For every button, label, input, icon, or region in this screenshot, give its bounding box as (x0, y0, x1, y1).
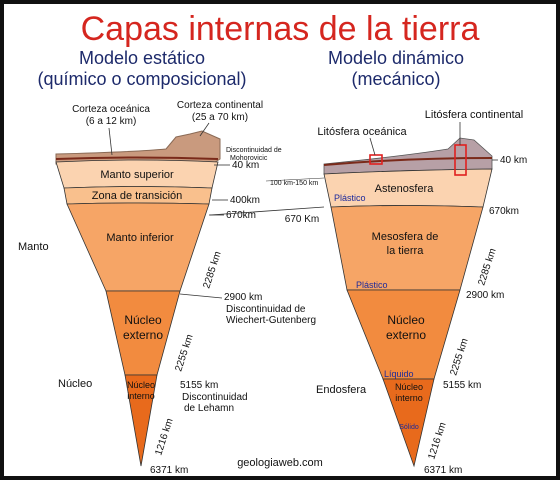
moho-name: Mohorovicic (230, 155, 268, 162)
oceanic-litho-pointer (369, 137, 376, 156)
static-model-heading: Modelo estático (79, 48, 205, 68)
upper-mantle-label: Manto superior (100, 169, 174, 181)
inner-core-dynamic (382, 378, 435, 468)
dynamic-model-subheading: (mecánico) (351, 69, 440, 89)
outer-core-dyn-label-1: Núcleo (387, 313, 425, 327)
lehmann-label-2: de Lehamn (184, 403, 234, 414)
diagram-title: Capas internas de la tierra (81, 10, 480, 48)
d40-left-label: 40 km (232, 160, 259, 171)
d670-right-label: 670km (489, 206, 519, 217)
continental-crust-pointer (199, 122, 210, 137)
inner-core-dyn-label-2: interno (395, 393, 423, 403)
inner-core-label-1: Núcleo (127, 380, 155, 390)
d2900-left-label: 2900 km (224, 292, 262, 303)
solid-label: Sólido (399, 424, 419, 431)
lithosphere-crust-edge (323, 157, 493, 166)
continental-litho-highlight (454, 144, 467, 176)
left-inner-core-thickness: 1216 km (153, 417, 175, 457)
d5155-right-label: 5155 km (443, 380, 481, 391)
d670-mid-label: 670 Km (285, 214, 319, 225)
continental-litho-label: Litósfera continental (425, 109, 523, 121)
dynamic-model-heading: Modelo dinámico (328, 48, 464, 68)
transition-zone-label: Zona de transición (92, 190, 183, 202)
endosphere-label: Endosfera (316, 384, 367, 396)
lower-mantle-label: Manto inferior (106, 232, 174, 244)
earth-layers-diagram: Capas internas de la tierra Modelo estát… (18, 10, 527, 476)
gutenberg-pointer (179, 293, 223, 299)
d670-left-label: 670km (226, 210, 256, 221)
static-wedge (55, 130, 221, 467)
continental-crust-static (55, 130, 221, 165)
oceanic-crust-range: (6 a 12 km) (86, 116, 137, 127)
d400-label: 400km (230, 195, 260, 206)
continental-crust-label: Corteza continental (177, 100, 263, 111)
d2900-right-label: 2900 km (466, 290, 504, 301)
litho-depth-label: 100 km-150 km (270, 180, 318, 187)
outer-core-dyn-label-2: externo (386, 328, 426, 342)
plastic-label-1: Plástico (334, 193, 366, 203)
outer-core-label-1: Núcleo (124, 313, 162, 327)
d6371-right-label: 6371 km (424, 465, 462, 476)
mantle-side-label: Manto (18, 241, 49, 253)
d40-right-label: 40 km (500, 155, 527, 166)
right-mantle-thickness: 2285 km (476, 247, 498, 287)
lower-mantle-static (66, 202, 210, 292)
asthenosphere-label: Astenosfera (375, 183, 435, 195)
oceanic-crust-static (55, 156, 219, 160)
mesosphere (330, 205, 484, 291)
gutenberg-label-2: Wiechert-Gutenberg (226, 315, 316, 326)
outer-core-label-2: externo (123, 328, 163, 342)
dynamic-wedge (323, 137, 493, 468)
inner-core-label-2: interno (127, 391, 155, 401)
moho-label: Discontinuidad de (226, 147, 282, 154)
oceanic-crust-pointer (108, 127, 113, 156)
lehmann-label-1: Discontinuidad (182, 392, 248, 403)
continental-crust-range: (25 a 70 km) (192, 112, 248, 123)
oceanic-litho-highlight (369, 154, 383, 165)
liquid-label: Líquido (384, 369, 414, 379)
mesosphere-label-2: la tierra (387, 245, 425, 257)
left-mantle-thickness: 2285 km (201, 250, 223, 290)
oceanic-litho-label: Litósfera oceánica (317, 126, 407, 138)
mesosphere-label-1: Mesosfera de (372, 231, 439, 243)
right-inner-core-thickness: 1216 km (426, 421, 448, 461)
gutenberg-label-1: Discontinuidad de (226, 304, 306, 315)
static-model-subheading: (químico o composicional) (37, 69, 246, 89)
d670-connector (209, 206, 325, 216)
d5155-left-label: 5155 km (180, 380, 218, 391)
litho-depth-pointer (265, 177, 325, 182)
oceanic-crust-label: Corteza oceánica (72, 104, 150, 115)
inner-core-dyn-label-1: Núcleo (395, 382, 423, 392)
right-outer-core-thickness: 2255 km (448, 337, 470, 377)
plastic-label-2: Plástico (356, 280, 388, 290)
core-side-label: Núcleo (58, 378, 92, 390)
inner-core-static (124, 374, 158, 467)
left-outer-core-thickness: 2255 km (173, 333, 195, 373)
d6371-left-label: 6371 km (150, 465, 188, 476)
source-credit: geologiaweb.com (237, 457, 323, 469)
